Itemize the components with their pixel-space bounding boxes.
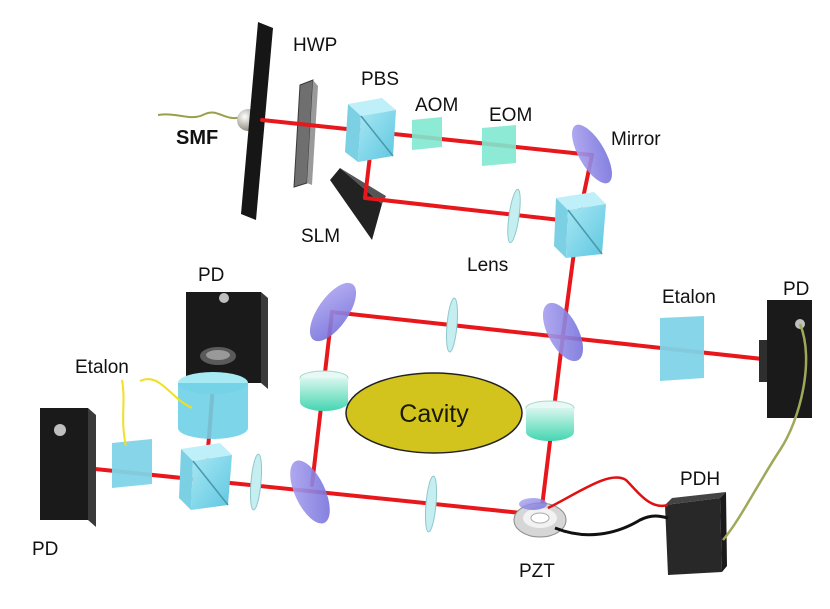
pbs-cube-left [179, 443, 232, 510]
label-pd-left: PD [32, 539, 59, 560]
lens-cavity-bottom [424, 475, 438, 533]
etalon-wire-2 [139, 378, 193, 409]
mirror-bottom-left [290, 460, 330, 524]
etalon-wire-1 [121, 379, 127, 447]
photodetector-top [186, 292, 268, 389]
fiber-mount-plate [241, 22, 273, 220]
aom-crystal [412, 117, 442, 150]
mirror-top-right [542, 302, 584, 362]
label-mirror: Mirror [611, 129, 661, 150]
label-aom: AOM [415, 95, 459, 116]
label-pd-top: PD [198, 265, 225, 286]
label-hwp: HWP [293, 35, 338, 56]
label-etalon-left: Etalon [75, 357, 129, 378]
pbs-cube-top [345, 98, 396, 162]
label-etalon-right: Etalon [662, 287, 716, 308]
photodetector-right [759, 300, 812, 418]
half-wave-plate-edge [307, 80, 318, 185]
lens-cavity-top [445, 297, 459, 353]
label-pd-right: PD [783, 279, 810, 300]
label-slm: SLM [301, 226, 341, 247]
steering-mirror-top [572, 124, 612, 184]
eom-crystal [482, 125, 516, 166]
etalon-right [660, 316, 704, 381]
beam-return-to-slm [363, 196, 580, 224]
etalon-left [112, 439, 152, 488]
signal-cable-black [554, 514, 669, 537]
spatial-light-modulator [330, 168, 382, 240]
etalon-cylinder [178, 372, 248, 439]
lens-left-arm [249, 453, 263, 511]
photodetector-left [40, 408, 96, 527]
signal-cable-red [547, 476, 669, 510]
label-eom: EOM [489, 105, 533, 126]
spatial-light-modulator-side [340, 168, 386, 204]
label-pzt: PZT [519, 561, 555, 582]
label-pbs: PBS [361, 69, 400, 90]
cavity-label: Cavity [399, 400, 469, 428]
pzt-actuator [513, 498, 567, 538]
cavity-mirror-right [525, 400, 575, 441]
mirror-top-left [309, 282, 357, 342]
label-smf: SMF [176, 127, 219, 149]
label-pdh: PDH [680, 469, 721, 490]
pbs-cube-right [554, 192, 606, 258]
lens-top [507, 188, 521, 244]
pd-cable-green [722, 323, 808, 541]
cavity-mirror-left [299, 370, 349, 411]
label-lens: Lens [467, 255, 509, 276]
single-mode-fiber [157, 111, 243, 120]
cavity-shape [345, 372, 523, 454]
pdh-box [665, 492, 727, 575]
